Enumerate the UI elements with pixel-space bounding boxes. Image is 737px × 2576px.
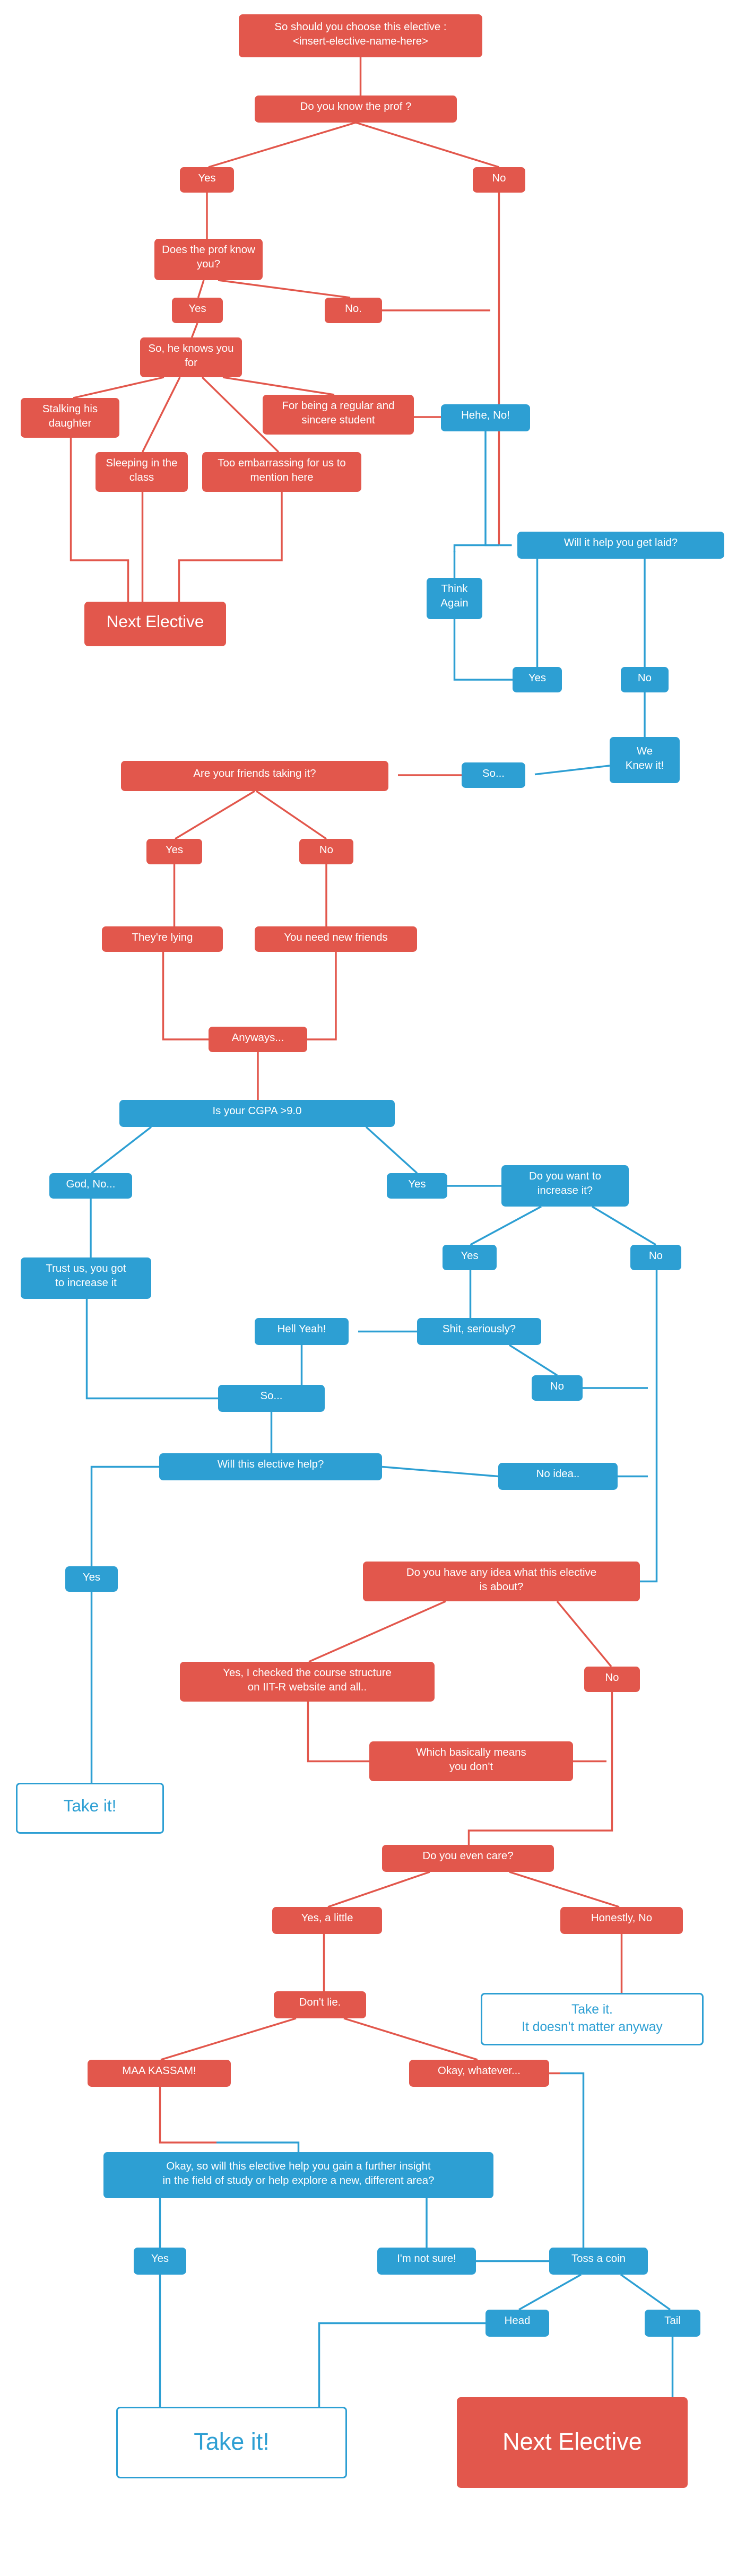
node-know-prof-question: Do you know the prof ? — [255, 96, 457, 123]
node-help-yes: Yes — [65, 1566, 118, 1592]
node-anyways: Anyways... — [209, 1027, 307, 1052]
node-trust-us: Trust us, you got to increase it — [21, 1257, 151, 1299]
node-toss-a-coin: Toss a coin — [549, 2248, 648, 2275]
node-stalking-daughter: Stalking his daughter — [21, 398, 119, 438]
node-tail: Tail — [645, 2310, 700, 2337]
node-increase-yes: Yes — [443, 1245, 497, 1270]
node-maa-kassam: MAA KASSAM! — [88, 2060, 231, 2087]
node-so-2: So... — [218, 1385, 325, 1412]
node-dont-lie: Don't lie. — [274, 1991, 366, 2018]
node-sleeping-in-class: Sleeping in the class — [96, 452, 188, 492]
node-idea-about-question: Do you have any idea what this elective … — [363, 1562, 640, 1601]
node-know-prof-no: No — [473, 167, 525, 193]
node-god-no: God, No... — [49, 1173, 132, 1199]
node-get-laid-question: Will it help you get laid? — [517, 532, 724, 559]
node-theyre-lying: They're lying — [102, 926, 223, 952]
node-checked-course-structure: Yes, I checked the course structure on I… — [180, 1662, 435, 1702]
node-friends-yes: Yes — [146, 839, 202, 864]
node-even-care-question: Do you even care? — [382, 1845, 554, 1872]
node-hell-yeah: Hell Yeah! — [255, 1318, 349, 1345]
node-hehe-no: Hehe, No! — [441, 404, 530, 431]
node-increase-question: Do you want to increase it? — [501, 1165, 629, 1207]
node-so-1: So... — [462, 762, 525, 788]
node-take-it-2: Take it. It doesn't matter anyway — [481, 1993, 704, 2045]
node-shit-seriously: Shit, seriously? — [417, 1318, 541, 1345]
node-prof-knows-you-question: Does the prof know you? — [154, 239, 263, 280]
node-prof-knows-no: No. — [325, 298, 382, 323]
node-care-little: Yes, a little — [272, 1907, 382, 1934]
node-prof-knows-yes: Yes — [172, 298, 223, 323]
node-idea-no: No — [584, 1667, 640, 1692]
node-elective-help-question: Will this elective help? — [159, 1453, 382, 1480]
node-cgpa-yes: Yes — [387, 1173, 447, 1199]
node-laid-no: No — [621, 667, 669, 692]
node-know-prof-yes: Yes — [180, 167, 234, 193]
node-basically-means: Which basically means you don't — [369, 1741, 573, 1781]
node-cgpa-question: Is your CGPA >9.0 — [119, 1100, 395, 1127]
node-take-it-3: Take it! — [116, 2407, 347, 2478]
node-knows-you-for: So, he knows you for — [140, 337, 242, 377]
node-final-yes: Yes — [134, 2248, 186, 2275]
node-no-idea: No idea.. — [498, 1463, 618, 1490]
node-think-again: Think Again — [427, 578, 482, 619]
node-next-elective-1: Next Elective — [84, 602, 226, 646]
node-regular-sincere-student: For being a regular and sincere student — [263, 395, 414, 435]
node-take-it-1: Take it! — [16, 1783, 164, 1834]
node-next-elective-2: Next Elective — [457, 2397, 688, 2488]
node-laid-yes: Yes — [513, 667, 562, 692]
node-honestly-no: Honestly, No — [560, 1907, 683, 1934]
node-we-knew-it: We Knew it! — [610, 737, 680, 783]
node-friends-no: No — [299, 839, 353, 864]
node-too-embarrassing: Too embarrassing for us to mention here — [202, 452, 361, 492]
node-shit-no: No — [532, 1375, 583, 1401]
node-not-sure: I'm not sure! — [377, 2248, 476, 2275]
node-okay-whatever: Okay, whatever... — [409, 2060, 549, 2087]
node-increase-no: No — [630, 1245, 681, 1270]
node-head: Head — [485, 2310, 549, 2337]
node-need-new-friends: You need new friends — [255, 926, 417, 952]
node-friends-taking-question: Are your friends taking it? — [121, 761, 388, 791]
node-start: So should you choose this elective : <in… — [239, 14, 482, 57]
node-final-question: Okay, so will this elective help you gai… — [103, 2152, 493, 2198]
